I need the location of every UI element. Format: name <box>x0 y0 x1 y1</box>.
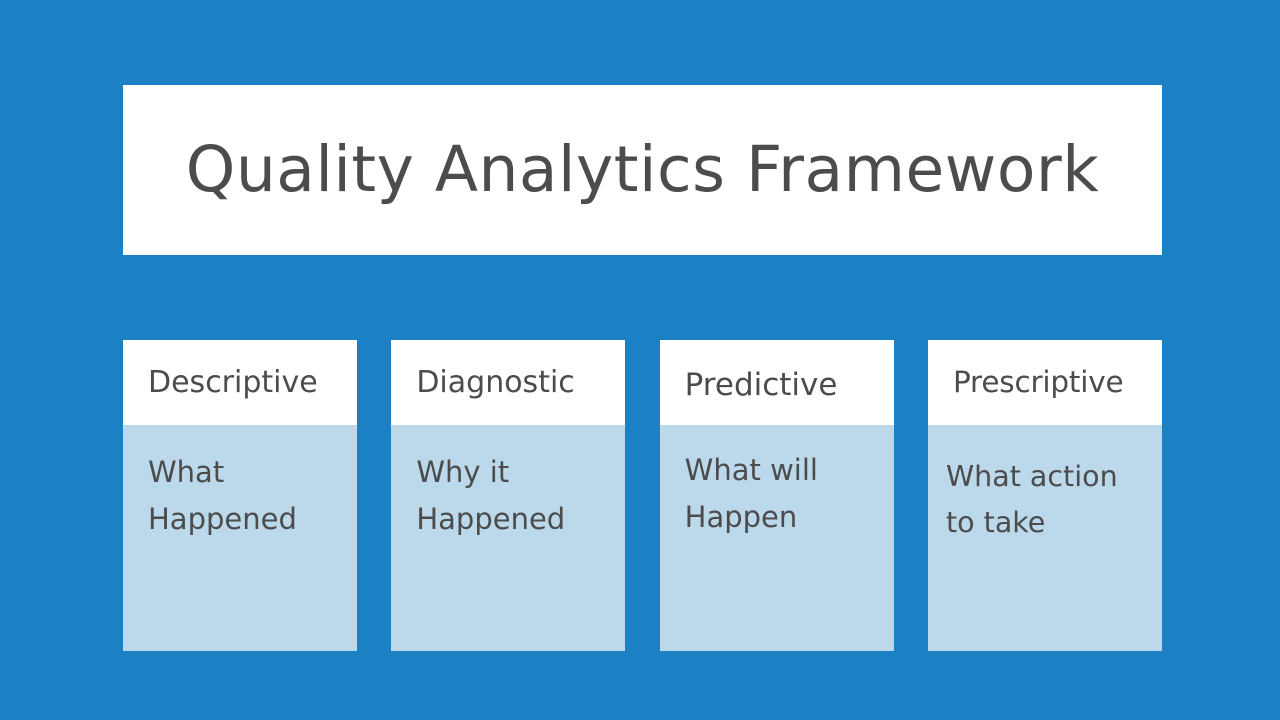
card-header-label: Prescriptive <box>952 365 1124 400</box>
card-header-diagnostic: Diagnostic <box>391 340 626 425</box>
page-title: Quality Analytics Framework <box>185 132 1100 206</box>
card-body-prescriptive: What action to take <box>928 425 1162 651</box>
card-body-predictive: What will Happen <box>660 425 894 651</box>
analytics-card-predictive[interactable]: Predictive What will Happen <box>659 340 894 651</box>
card-body-label: What action to take <box>945 460 1118 540</box>
analytics-card-row: Descriptive What Happened Diagnostic Why… <box>123 340 1162 651</box>
card-body-descriptive: What Happened <box>123 425 357 651</box>
card-header-prescriptive: Prescriptive <box>927 340 1162 425</box>
card-header-label: Diagnostic <box>416 364 575 400</box>
analytics-card-diagnostic[interactable]: Diagnostic Why it Happened <box>391 340 626 651</box>
card-header-label: Predictive <box>684 367 838 404</box>
card-header-descriptive: Descriptive <box>123 340 357 425</box>
card-header-label: Descriptive <box>148 364 318 400</box>
card-body-diagnostic: Why it Happened <box>391 425 625 651</box>
card-body-label: What Happened <box>148 455 297 536</box>
card-header-predictive: Predictive <box>659 340 894 425</box>
card-body-label: What will Happen <box>684 453 818 534</box>
analytics-card-descriptive[interactable]: Descriptive What Happened <box>123 340 357 651</box>
card-body-label: Why it Happened <box>416 455 566 536</box>
analytics-card-prescriptive[interactable]: Prescriptive What action to take <box>927 340 1162 651</box>
title-banner: Quality Analytics Framework <box>123 85 1162 255</box>
